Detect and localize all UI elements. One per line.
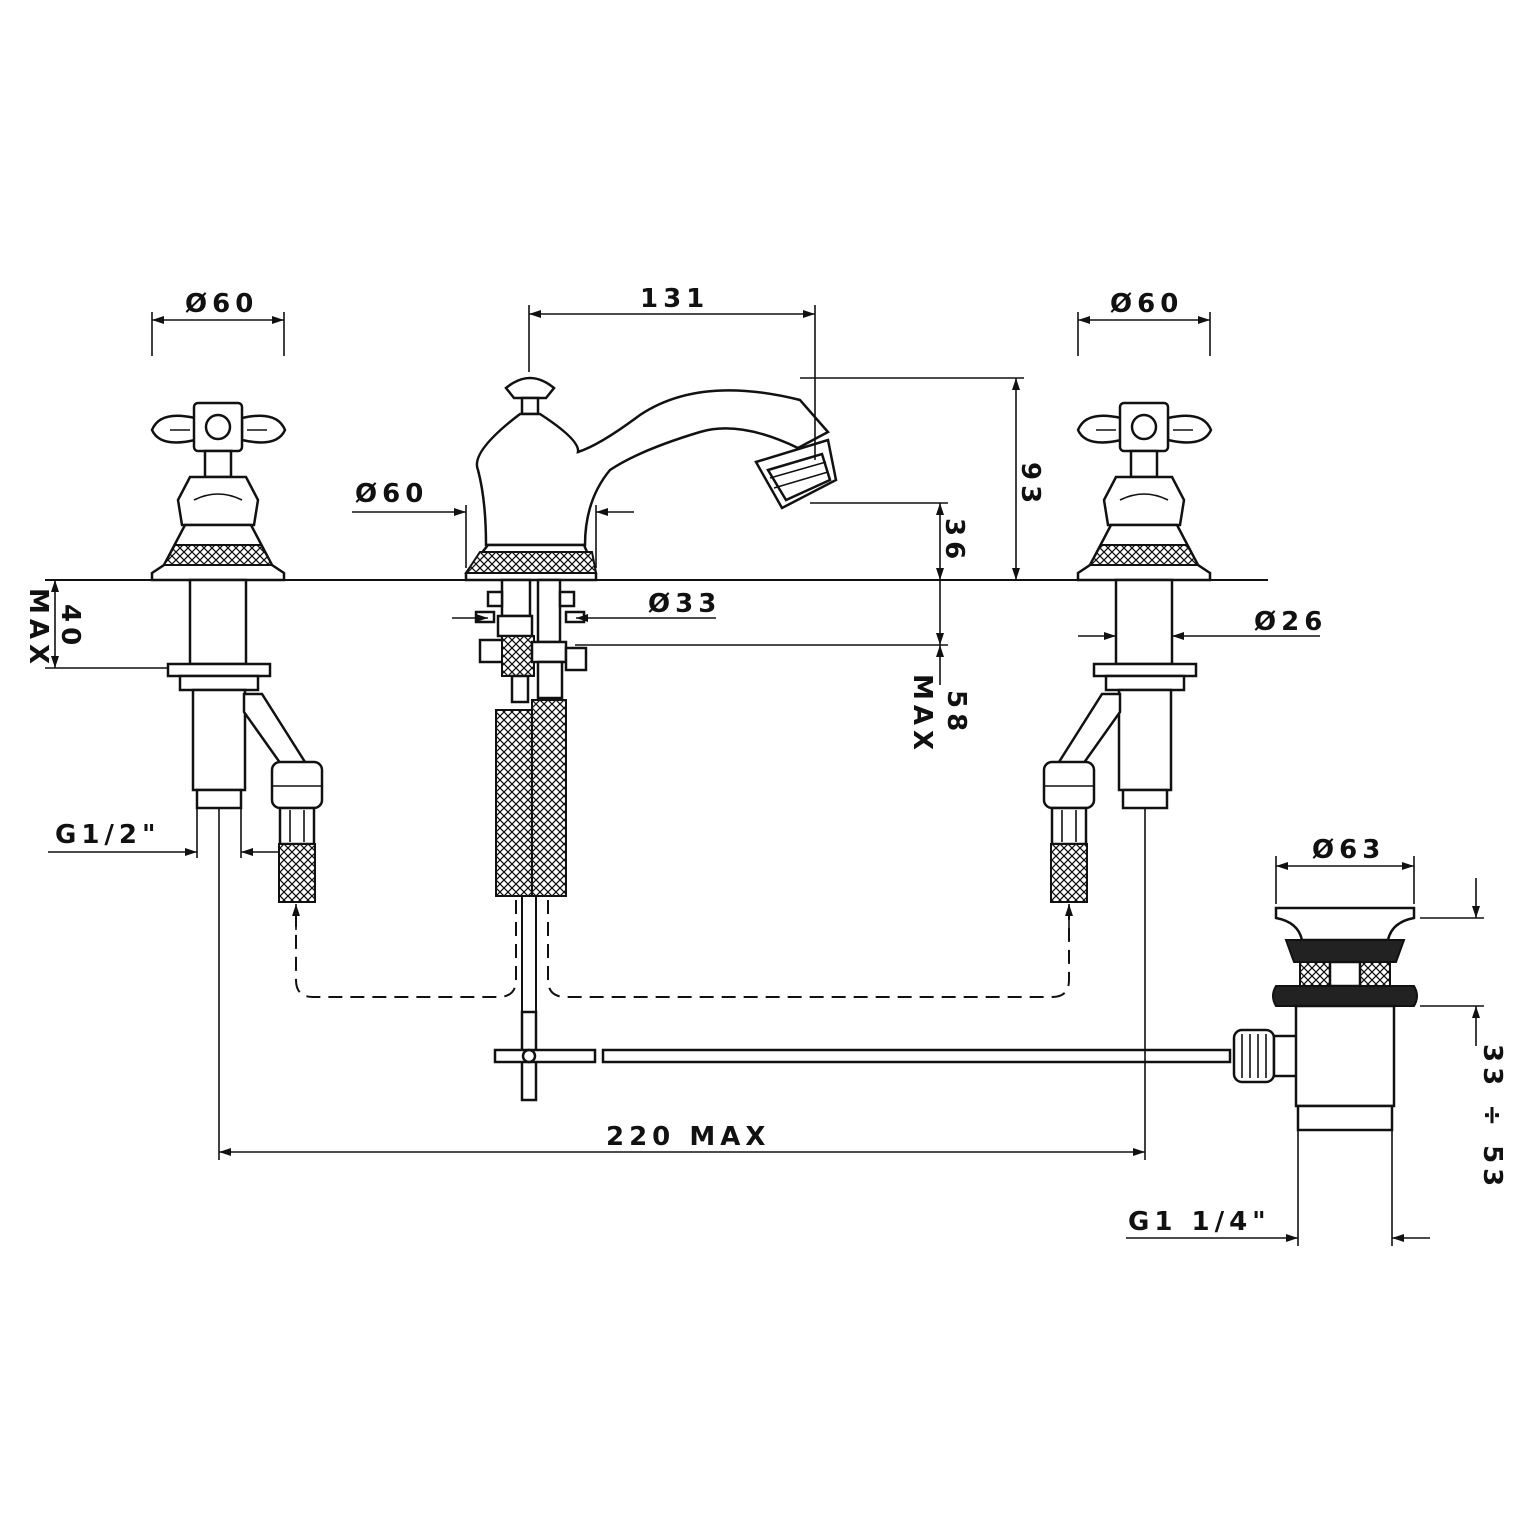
dim-spout-base-diameter-label: Ø60 bbox=[355, 479, 428, 509]
dim-spread: 220 MAX bbox=[218, 808, 1146, 1160]
left-cross-handle-valve bbox=[150, 401, 324, 903]
dim-drain-thread: G1 1/4" bbox=[1126, 1130, 1430, 1246]
dim-lift-rod-length: 58 MAX bbox=[575, 580, 971, 755]
right-cross-handle-valve bbox=[1042, 401, 1213, 903]
left-hose-route bbox=[295, 900, 517, 998]
dim-total-height: 93 bbox=[800, 377, 1045, 580]
dim-drain-cap-diameter-label: Ø63 bbox=[1312, 835, 1385, 865]
dim-left-handle-diameter-label: Ø60 bbox=[185, 289, 258, 319]
center-underdeck-assembly bbox=[474, 578, 597, 1102]
dim-spout-outlet-height-label: 36 bbox=[939, 518, 969, 564]
dim-hole-26: Ø26 bbox=[1078, 607, 1327, 640]
center-spout bbox=[464, 376, 838, 582]
dim-spout-reach: 131 bbox=[528, 284, 816, 460]
dim-deck-thickness-max: MAX bbox=[23, 588, 53, 669]
dim-deck-thickness-value: 40 bbox=[55, 604, 85, 650]
dim-total-height-label: 93 bbox=[1015, 462, 1045, 508]
dim-right-handle-diameter: Ø60 bbox=[1077, 289, 1211, 356]
dim-spout-outlet-height: 36 bbox=[810, 502, 969, 580]
popup-drain bbox=[601, 906, 1418, 1132]
dim-lift-rod-length-value: 58 bbox=[941, 690, 971, 736]
dim-deck-thickness: 40 MAX bbox=[23, 580, 168, 669]
dim-hole-26-label: Ø26 bbox=[1254, 607, 1327, 637]
dim-right-handle-diameter-label: Ø60 bbox=[1110, 289, 1183, 319]
dim-drain-adjust-range: 33 ÷ 53 bbox=[1420, 878, 1507, 1191]
dim-hole-33-label: Ø33 bbox=[648, 589, 721, 619]
dim-drain-adjust-range-label: 33 ÷ 53 bbox=[1477, 1044, 1507, 1191]
dim-spout-reach-label: 131 bbox=[640, 284, 709, 314]
dim-drain-thread-label: G1 1/4" bbox=[1128, 1207, 1271, 1237]
dim-spread-label: 220 MAX bbox=[606, 1122, 770, 1152]
right-hose-route bbox=[547, 900, 1070, 998]
dim-inlet-thread-label: G1/2" bbox=[55, 820, 161, 850]
dim-spout-base-diameter: Ø60 bbox=[352, 479, 634, 568]
dim-drain-cap-diameter: Ø63 bbox=[1275, 835, 1415, 904]
dim-hole-33: Ø33 bbox=[452, 589, 721, 622]
dim-inlet-thread: G1/2" bbox=[48, 808, 278, 858]
dim-lift-rod-length-max: MAX bbox=[907, 674, 937, 755]
dim-left-handle-diameter: Ø60 bbox=[151, 289, 285, 356]
